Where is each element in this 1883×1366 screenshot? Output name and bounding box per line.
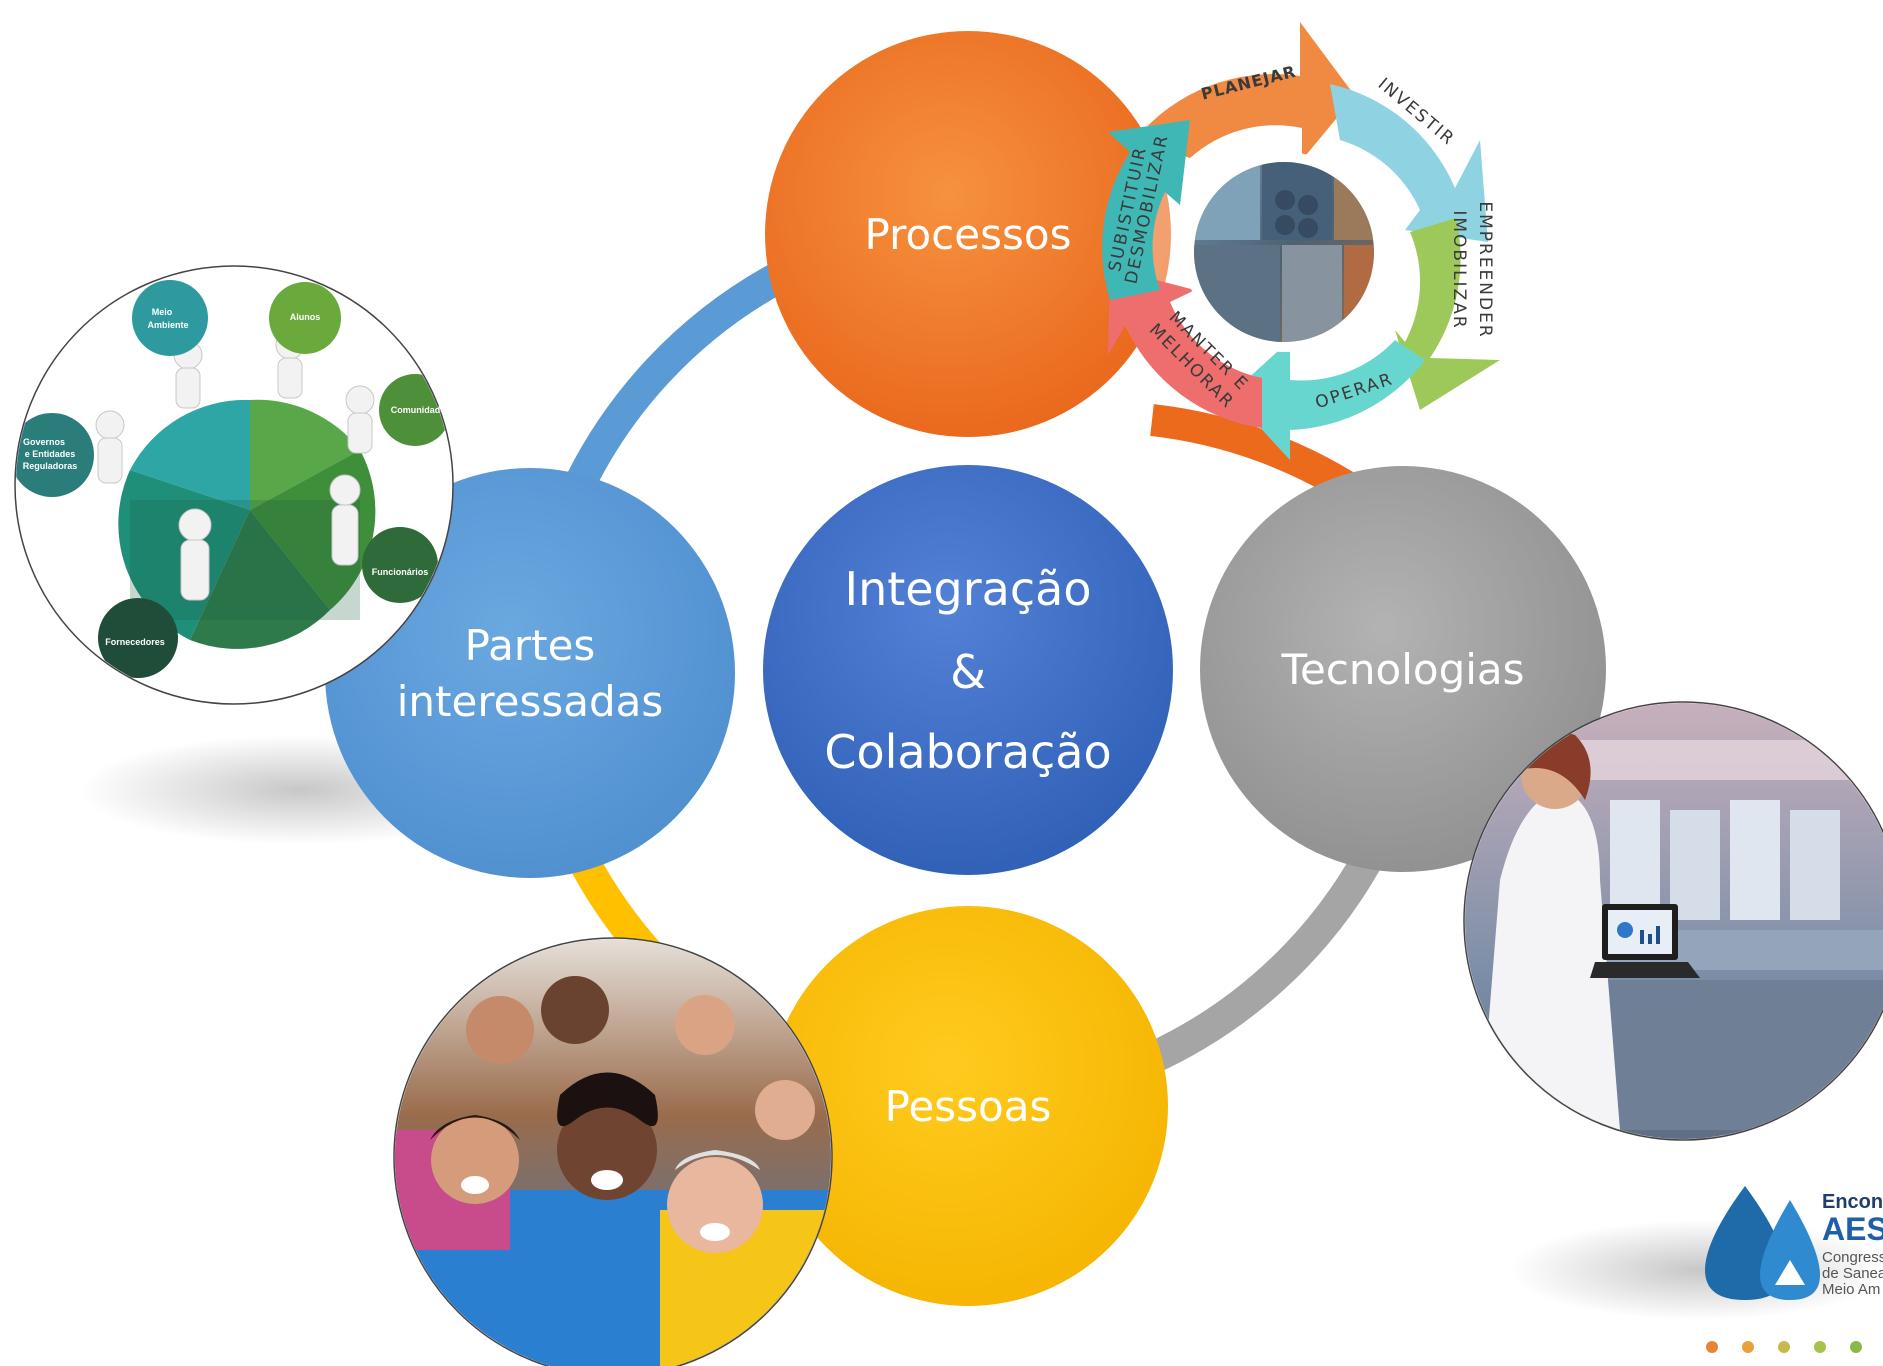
processos-circle[interactable] [765, 31, 1171, 437]
stakeholder-label: Funcionários [372, 567, 429, 577]
cycle-segment-manter [1108, 268, 1262, 428]
cycle-label-empreender: EMPREENDER [1475, 201, 1495, 338]
stakeholder-label: Alunos [290, 312, 321, 322]
tecnologias-circle[interactable] [1200, 466, 1606, 872]
stakeholders-image: Meio Ambiente Alunos Comunidade Funcioná… [14, 265, 454, 705]
cycle-segment-substituir [1102, 120, 1190, 300]
processos-label: Processos [865, 210, 1072, 259]
cycle-segment-investir [1330, 84, 1488, 242]
footer-dot [1778, 1341, 1790, 1353]
technology-photo [1463, 701, 1883, 1141]
center-line3: Colaboração [824, 725, 1111, 779]
stakeholder-label: e Entidades [25, 449, 76, 459]
logo-line4: de Sanea [1822, 1265, 1883, 1282]
logo-line5: Meio Am [1822, 1281, 1880, 1298]
footer-dot [1850, 1341, 1862, 1353]
stakeholder-label: Comunidade [391, 405, 446, 415]
pessoas-circle[interactable] [768, 906, 1168, 1306]
cycle-segment-operar [1230, 340, 1425, 460]
tecnologias-label: Tecnologias [1280, 645, 1524, 694]
cycle-label-imobilizar: IMOBILIZAR [1449, 210, 1469, 329]
footer-dots [1706, 1341, 1862, 1353]
partes-label-line2: interessadas [397, 677, 664, 726]
ring-arc-gray [1141, 854, 1380, 1075]
footer-dot [1706, 1341, 1718, 1353]
logo-line3: Congress [1822, 1249, 1883, 1266]
cycle-segment-planejar [1135, 22, 1355, 160]
process-photo [1194, 162, 1374, 342]
process-cycle: PLANEJAR INVESTIR EMPREENDER IMOBILIZAR … [1102, 22, 1500, 460]
center-line1: Integração [845, 562, 1092, 616]
logo-line2: AES [1822, 1211, 1883, 1247]
logo-line1: Encont [1822, 1191, 1883, 1213]
center-circle[interactable] [763, 465, 1173, 875]
partes-label-line1: Partes [465, 621, 596, 670]
stakeholder-label: Fornecedores [105, 637, 165, 647]
footer-dot [1742, 1341, 1754, 1353]
footer-dot [1814, 1341, 1826, 1353]
stakeholder-label: Meio [152, 307, 173, 317]
stakeholder-label: Ambiente [147, 320, 188, 330]
stakeholder-label: Governos [23, 437, 65, 447]
people-photo [393, 937, 833, 1366]
logo: Encont AES Congress de Sanea Meio Am [1705, 1186, 1883, 1300]
pessoas-label: Pessoas [885, 1082, 1052, 1131]
ring-arc-blue [559, 261, 789, 503]
stakeholder-label: Reguladoras [23, 461, 78, 471]
center-line2: & [950, 645, 986, 699]
